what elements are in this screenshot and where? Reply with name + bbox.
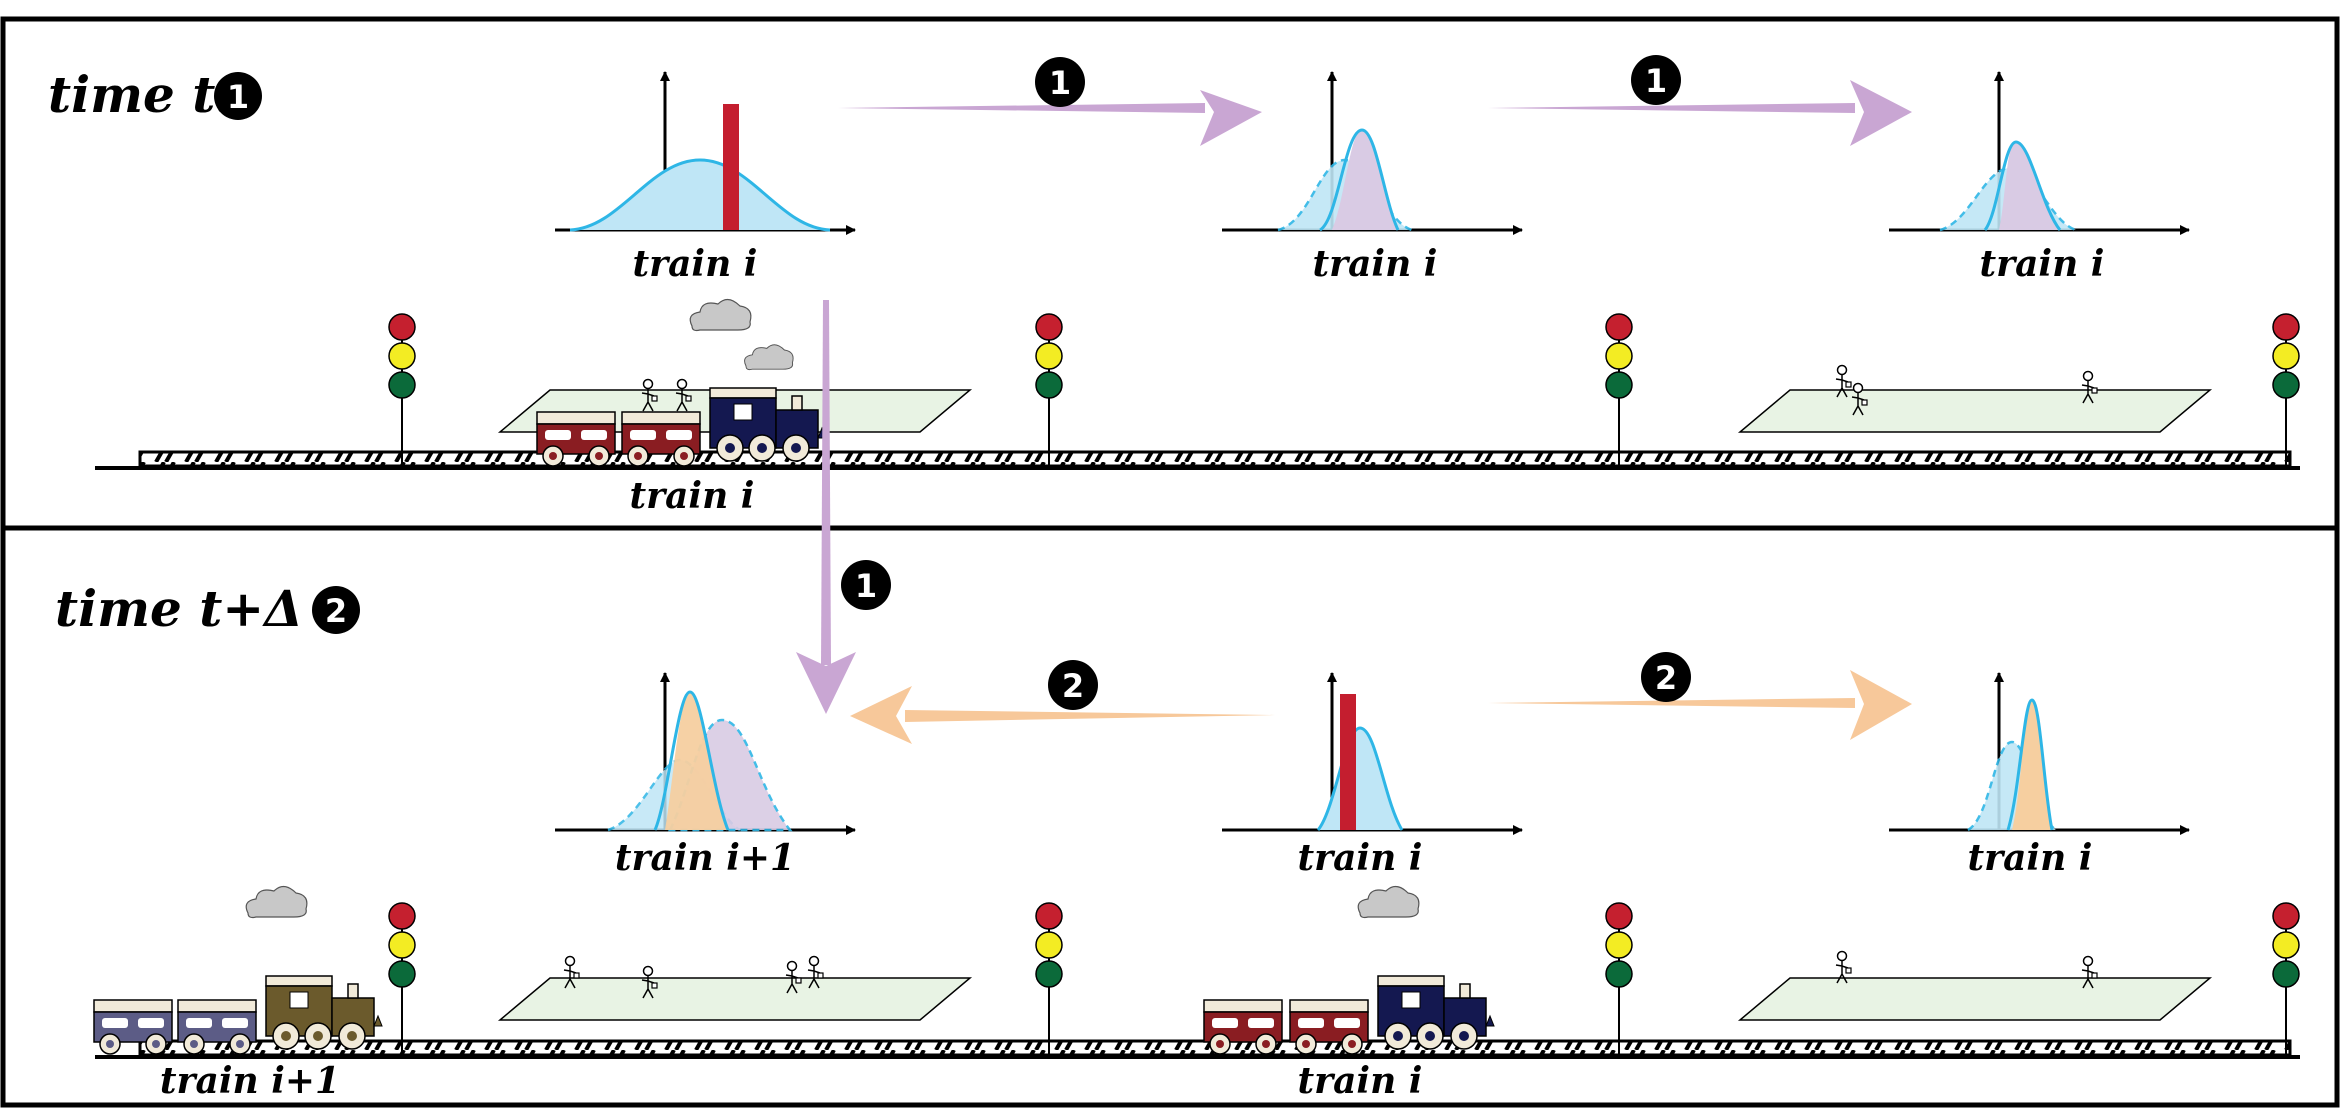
- flow-badge: [1631, 55, 1681, 105]
- smoke-cloud: [744, 344, 794, 371]
- svg-text:2: 2: [1655, 659, 1677, 697]
- posterior-fill: [1332, 130, 1398, 230]
- svg-text:1: 1: [227, 78, 249, 116]
- track-train-label: train i: [1298, 1060, 1423, 1102]
- prior-distribution-fill: [570, 160, 830, 230]
- plot-label: train i: [1313, 243, 1438, 285]
- flow-badge: [1048, 660, 1098, 710]
- platform: [1739, 977, 2211, 1021]
- platform: [499, 977, 971, 1021]
- observation-bar: [1340, 694, 1356, 830]
- flow-arrow-bottom-left: 2: [850, 660, 1275, 744]
- panel-top-title-badge: 1: [214, 72, 262, 120]
- flow-arrow-bottom-right: 2: [1488, 652, 1912, 740]
- cross-panel-arrow: 1: [796, 300, 891, 714]
- plot-top-2: train i: [1222, 71, 1523, 285]
- traffic-light: [2272, 313, 2300, 468]
- svg-text:2: 2: [1062, 667, 1084, 705]
- traffic-light: [1035, 902, 1063, 1057]
- updated-fill: [2012, 700, 2052, 830]
- flow-arrow-top-2: 1: [1488, 55, 1912, 146]
- plot-top-3: train i: [1889, 71, 2190, 285]
- posterior-fill: [1999, 142, 2060, 230]
- plot-label: train i: [633, 243, 758, 285]
- smoke-cloud: [689, 298, 752, 332]
- posterior-curve: [1319, 128, 1400, 232]
- track-top: [95, 450, 2300, 470]
- plot-bottom-3: train i: [1889, 672, 2190, 879]
- smoke-cloud: [1357, 885, 1420, 919]
- traffic-light: [1605, 902, 1633, 1057]
- panel-bottom-title: time t+Δ t:: [55, 579, 362, 638]
- svg-text:1: 1: [1645, 62, 1667, 100]
- smoke-cloud: [245, 885, 308, 919]
- track-bottom: [95, 1039, 2300, 1059]
- panel-top-title: time t:: [48, 65, 234, 124]
- plot-top-1: train i: [555, 71, 856, 285]
- plot-label: train i: [1968, 837, 2093, 879]
- locomotive: [265, 975, 383, 1050]
- traffic-light: [1605, 313, 1633, 468]
- panel-bottom-border: [0, 525, 2340, 1108]
- observation-bar: [723, 104, 739, 230]
- traffic-light: [388, 902, 416, 1057]
- svg-text:1: 1: [1049, 64, 1071, 102]
- flow-badge: [1641, 652, 1691, 702]
- traffic-light: [1035, 313, 1063, 468]
- distribution-fill: [1318, 728, 1402, 830]
- updated-curve: [2006, 698, 2054, 831]
- prior-distribution-curve: [569, 158, 831, 232]
- platform: [1739, 389, 2211, 433]
- updated-fill: [665, 692, 728, 830]
- locomotive: [1377, 975, 1495, 1050]
- traffic-light: [2272, 902, 2300, 1057]
- plot-bottom-1: train i+1: [555, 672, 856, 879]
- plot-label: train i: [1298, 837, 1423, 879]
- train-car: [93, 999, 173, 1055]
- traffic-light: [388, 313, 416, 468]
- plot-bottom-2: train i: [1222, 672, 1523, 879]
- plot-label: train i: [1980, 243, 2105, 285]
- flow-arrow-top-1: 1: [838, 57, 1262, 146]
- svg-text:1: 1: [855, 567, 877, 605]
- panel-bottom-title-badge: 2: [312, 586, 360, 634]
- updated-curve: [653, 690, 730, 831]
- flow-badge: [1035, 57, 1085, 107]
- plot-label: train i+1: [615, 837, 795, 879]
- track-train-label: train i: [630, 475, 755, 517]
- svg-text:2: 2: [325, 592, 347, 630]
- posterior-curve: [1983, 140, 2062, 231]
- flow-badge: [841, 560, 891, 610]
- distribution-curve: [1316, 726, 1404, 831]
- track-train-label: train i+1: [160, 1060, 340, 1102]
